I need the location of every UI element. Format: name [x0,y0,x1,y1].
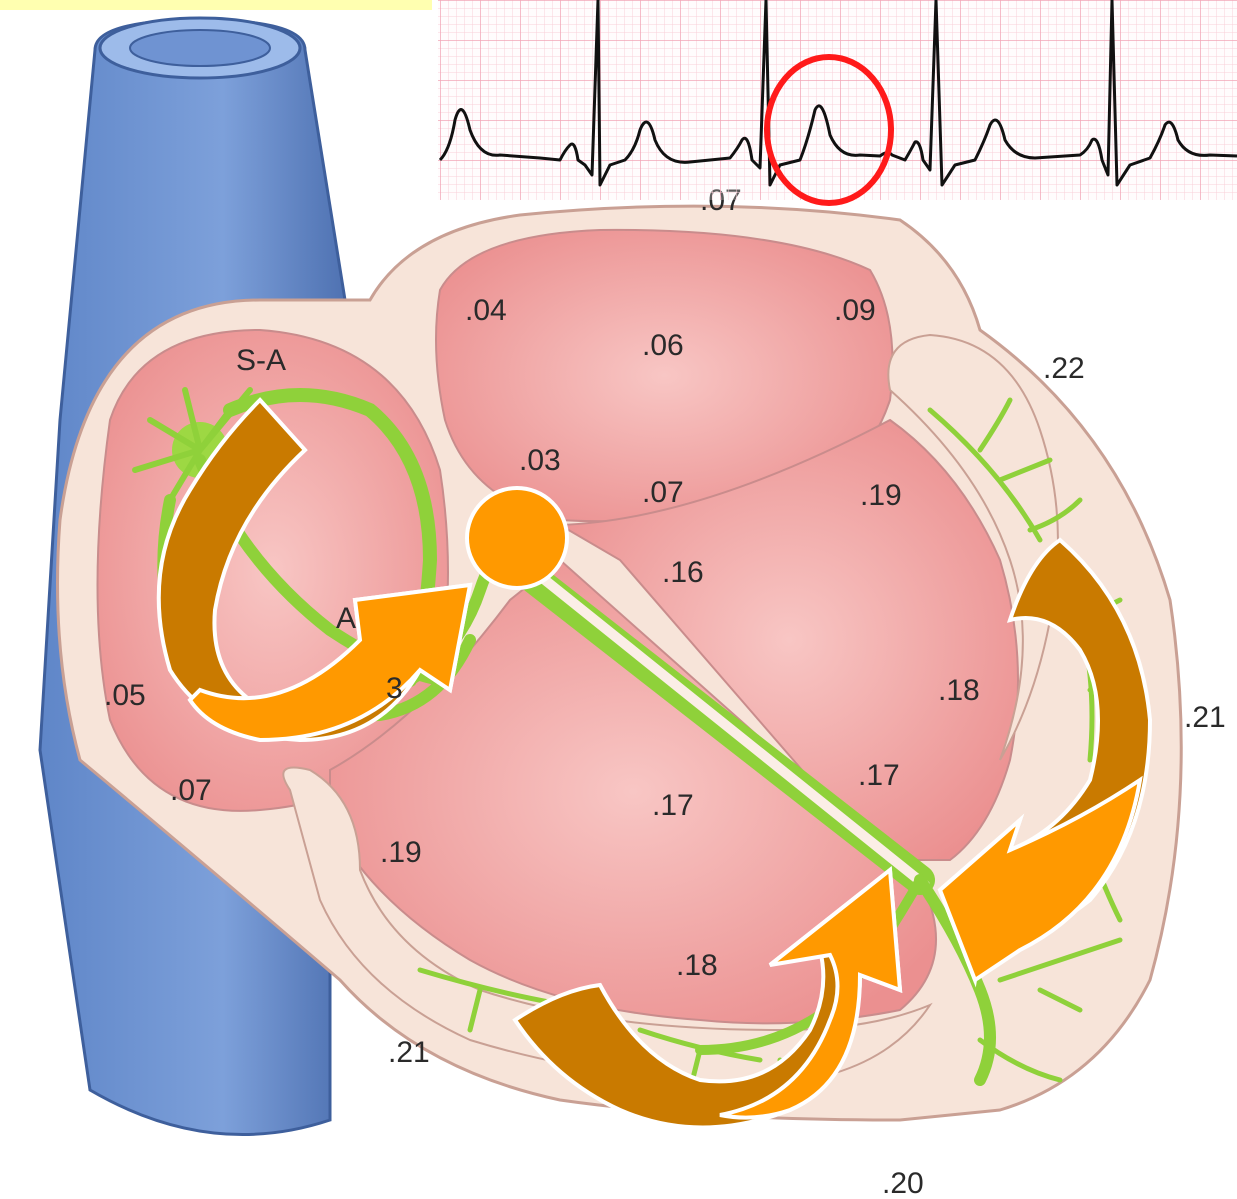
timing-outer-bottom: .20 [882,1167,924,1199]
timing-rv-left: .19 [380,836,422,869]
timing-ra-left: .05 [104,679,146,712]
timing-septum-top: .07 [642,476,684,509]
timing-septum-mid: .16 [662,556,704,589]
timing-outer-top-right: .22 [1043,352,1085,385]
timing-lv-top: .19 [860,479,902,512]
av-node-label-b: 3 [386,672,403,705]
timing-lv-lower: .17 [858,759,900,792]
av-node-label-a: A [336,602,356,635]
timing-outer-right: .21 [1184,701,1226,734]
timing-left-atrium-center: .06 [642,329,684,362]
sa-node-label: S-A [236,344,286,377]
timing-ra-bottom: .07 [170,774,212,807]
timing-rv-center: .17 [652,789,694,822]
timing-av-node: .03 [519,444,561,477]
timing-left-atrium-right: .09 [834,294,876,327]
timing-left-atrium-left: .04 [465,294,507,327]
timing-lv-mid: .18 [938,674,980,707]
timing-rv-bottom: .18 [676,949,718,982]
ecg-strip [438,0,1237,203]
timing-outer-bottom-left: .21 [388,1036,430,1069]
av-node-marker [467,488,567,588]
